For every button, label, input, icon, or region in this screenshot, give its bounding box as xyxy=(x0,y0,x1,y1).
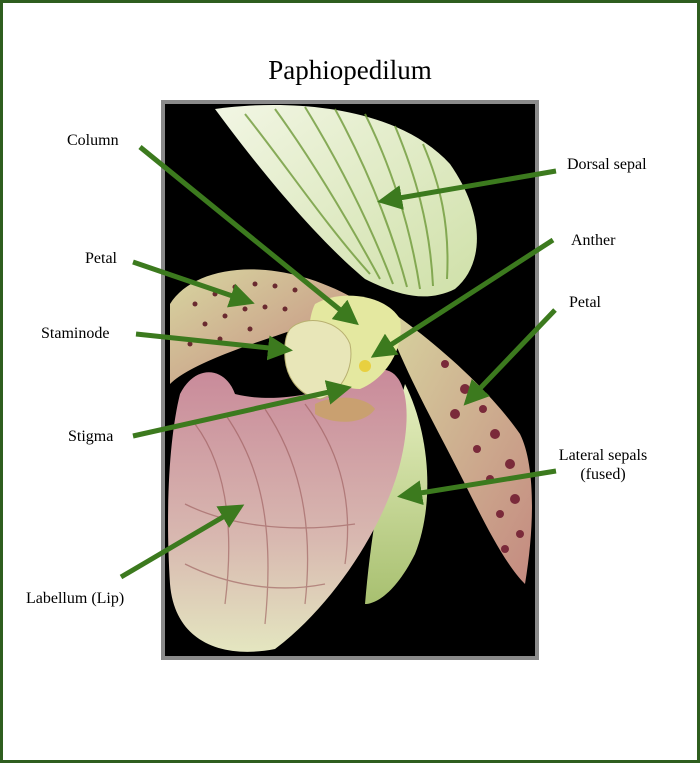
orchid-photo xyxy=(161,100,539,660)
orchid-illustration xyxy=(165,104,535,656)
label-column: Column xyxy=(67,132,119,149)
label-dorsal-sepal: Dorsal sepal xyxy=(567,156,647,173)
right-petal-shape xyxy=(380,304,532,584)
label-stigma: Stigma xyxy=(68,428,114,445)
label-lateral-sepals: Lateral sepals (fused) xyxy=(553,446,653,484)
label-lateral-sepals-line2: (fused) xyxy=(580,466,626,483)
label-labellum: Labellum (Lip) xyxy=(26,590,125,607)
label-lateral-sepals-line1: Lateral sepals xyxy=(558,447,648,464)
anther-shape xyxy=(359,360,371,372)
label-staminode: Staminode xyxy=(41,325,110,342)
diagram-title: Paphiopedilum xyxy=(268,55,432,85)
lateral-sepals-shape xyxy=(365,384,428,604)
label-anther: Anther xyxy=(571,232,616,249)
label-petal-left: Petal xyxy=(85,250,117,267)
label-petal-right: Petal xyxy=(569,294,601,311)
